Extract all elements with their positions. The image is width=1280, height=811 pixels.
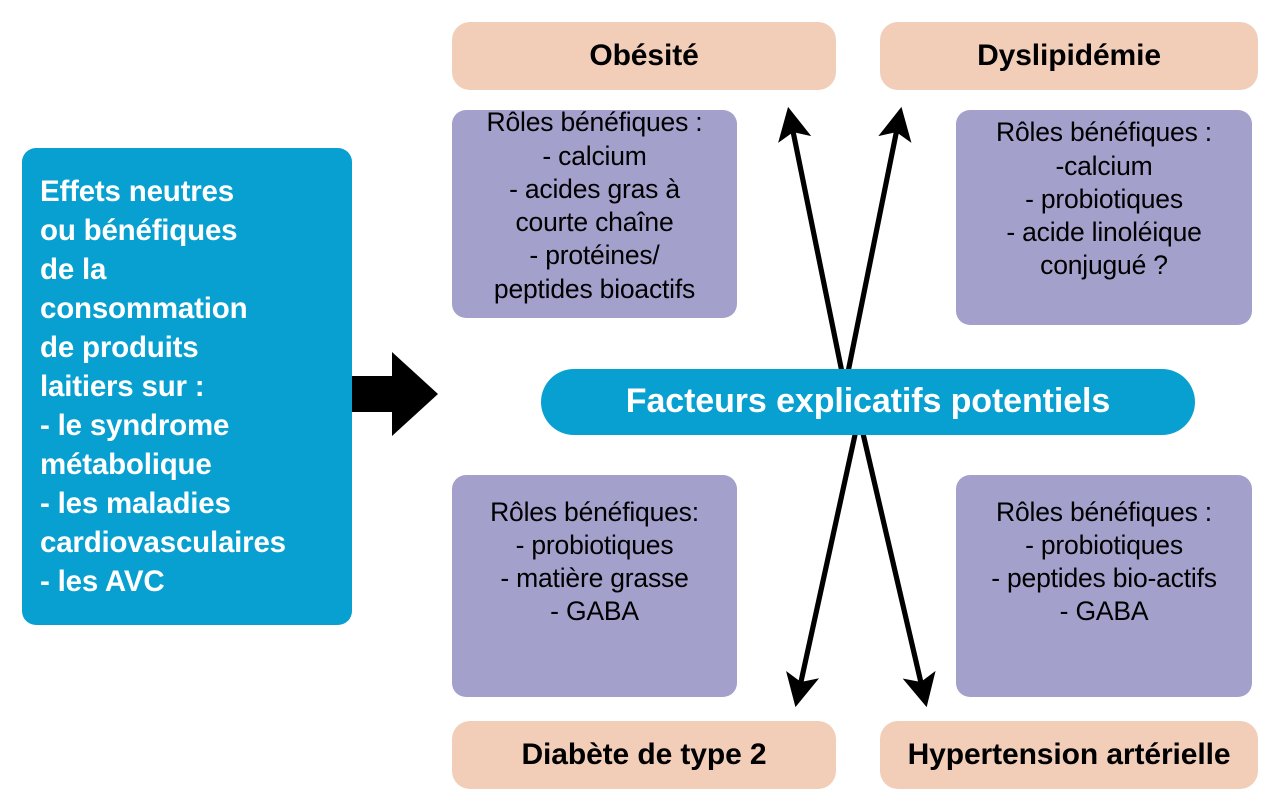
factor-box-diabete: Rôles bénéfiques: - probiotiques - matiè… [452, 475, 737, 697]
factor-text-obesite: Rôles bénéfiques : - calcium - acides gr… [486, 107, 703, 304]
arrow-to-hypertension [855, 411, 936, 708]
factor-box-obesite: Rôles bénéfiques : - calcium - acides gr… [452, 107, 737, 318]
outcome-label-diabete: Diabète de type 2 [521, 737, 767, 771]
center-bar-label: Facteurs explicatifs potentiels [625, 382, 1111, 421]
outcome-label-obesite: Obésité [589, 38, 699, 72]
factor-box-hypertension: Rôles bénéfiques : - probiotiques - pept… [956, 475, 1252, 697]
factor-text-diabete: Rôles bénéfiques: - probiotiques - matiè… [490, 496, 699, 627]
outcome-box-hypertension: Hypertension artérielle [880, 721, 1258, 789]
outcome-label-hypertension: Hypertension artérielle [907, 737, 1231, 771]
center-bar-factors: Facteurs explicatifs potentiels [541, 369, 1195, 435]
factor-box-dyslipidemie: Rôles bénéfiques : -calcium - probiotiqu… [956, 110, 1252, 325]
outcome-box-dyslipidemie: Dyslipidémie [880, 22, 1258, 90]
left-summary-panel: Effets neutres ou bénéfiques de la conso… [22, 148, 352, 625]
outcome-label-dyslipidemie: Dyslipidémie [977, 38, 1161, 72]
outcome-box-obesite: Obésité [452, 22, 836, 90]
arrow-to-obesite [778, 106, 849, 393]
outcome-box-diabete: Diabète de type 2 [452, 721, 836, 789]
arrow-to-dyslipidemie [841, 106, 912, 393]
arrow-to-diabete [786, 411, 863, 708]
factor-text-dyslipidemie: Rôles bénéfiques : -calcium - probiotiqu… [996, 117, 1212, 281]
right-block-arrow [352, 352, 438, 436]
factor-text-hypertension: Rôles bénéfiques : - probiotiques - pept… [991, 496, 1217, 627]
